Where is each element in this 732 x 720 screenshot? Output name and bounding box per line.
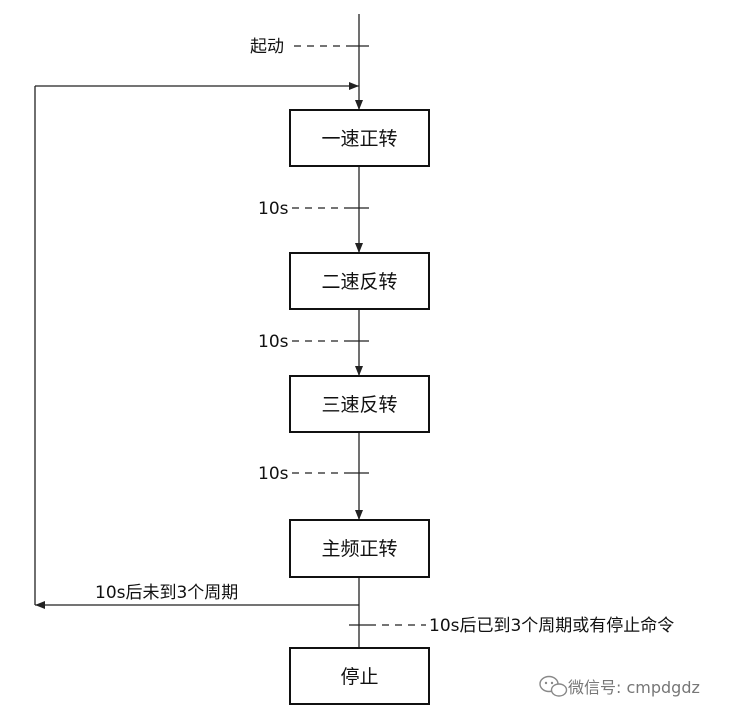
start-label: 起动 xyxy=(250,37,284,57)
step-label: 停止 xyxy=(340,666,378,688)
arrow-head xyxy=(355,510,363,520)
loop-label: 10s后未到3个周期 xyxy=(95,583,238,603)
step-box: 二速反转 xyxy=(289,252,430,310)
step-label: 三速反转 xyxy=(321,394,397,416)
step-box: 主频正转 xyxy=(289,519,430,578)
step-label: 一速正转 xyxy=(321,128,397,150)
step-label: 主频正转 xyxy=(321,538,397,560)
exit-label: 10s后已到3个周期或有停止命令 xyxy=(429,616,674,636)
arrow-head xyxy=(349,82,359,90)
arrow-head xyxy=(355,366,363,376)
step-box: 一速正转 xyxy=(289,109,430,167)
step-label: 二速反转 xyxy=(321,271,397,293)
step-box: 三速反转 xyxy=(289,375,430,433)
watermark-text: 微信号: cmpdgdz xyxy=(568,678,700,697)
transition-label: 10s xyxy=(258,199,289,219)
arrow-head xyxy=(355,100,363,110)
wechat-icon xyxy=(539,675,568,697)
arrow-head xyxy=(35,601,45,609)
transition-label: 10s xyxy=(258,464,289,484)
arrow-head xyxy=(355,243,363,253)
transition-label: 10s xyxy=(258,332,289,352)
step-box: 停止 xyxy=(289,647,430,705)
